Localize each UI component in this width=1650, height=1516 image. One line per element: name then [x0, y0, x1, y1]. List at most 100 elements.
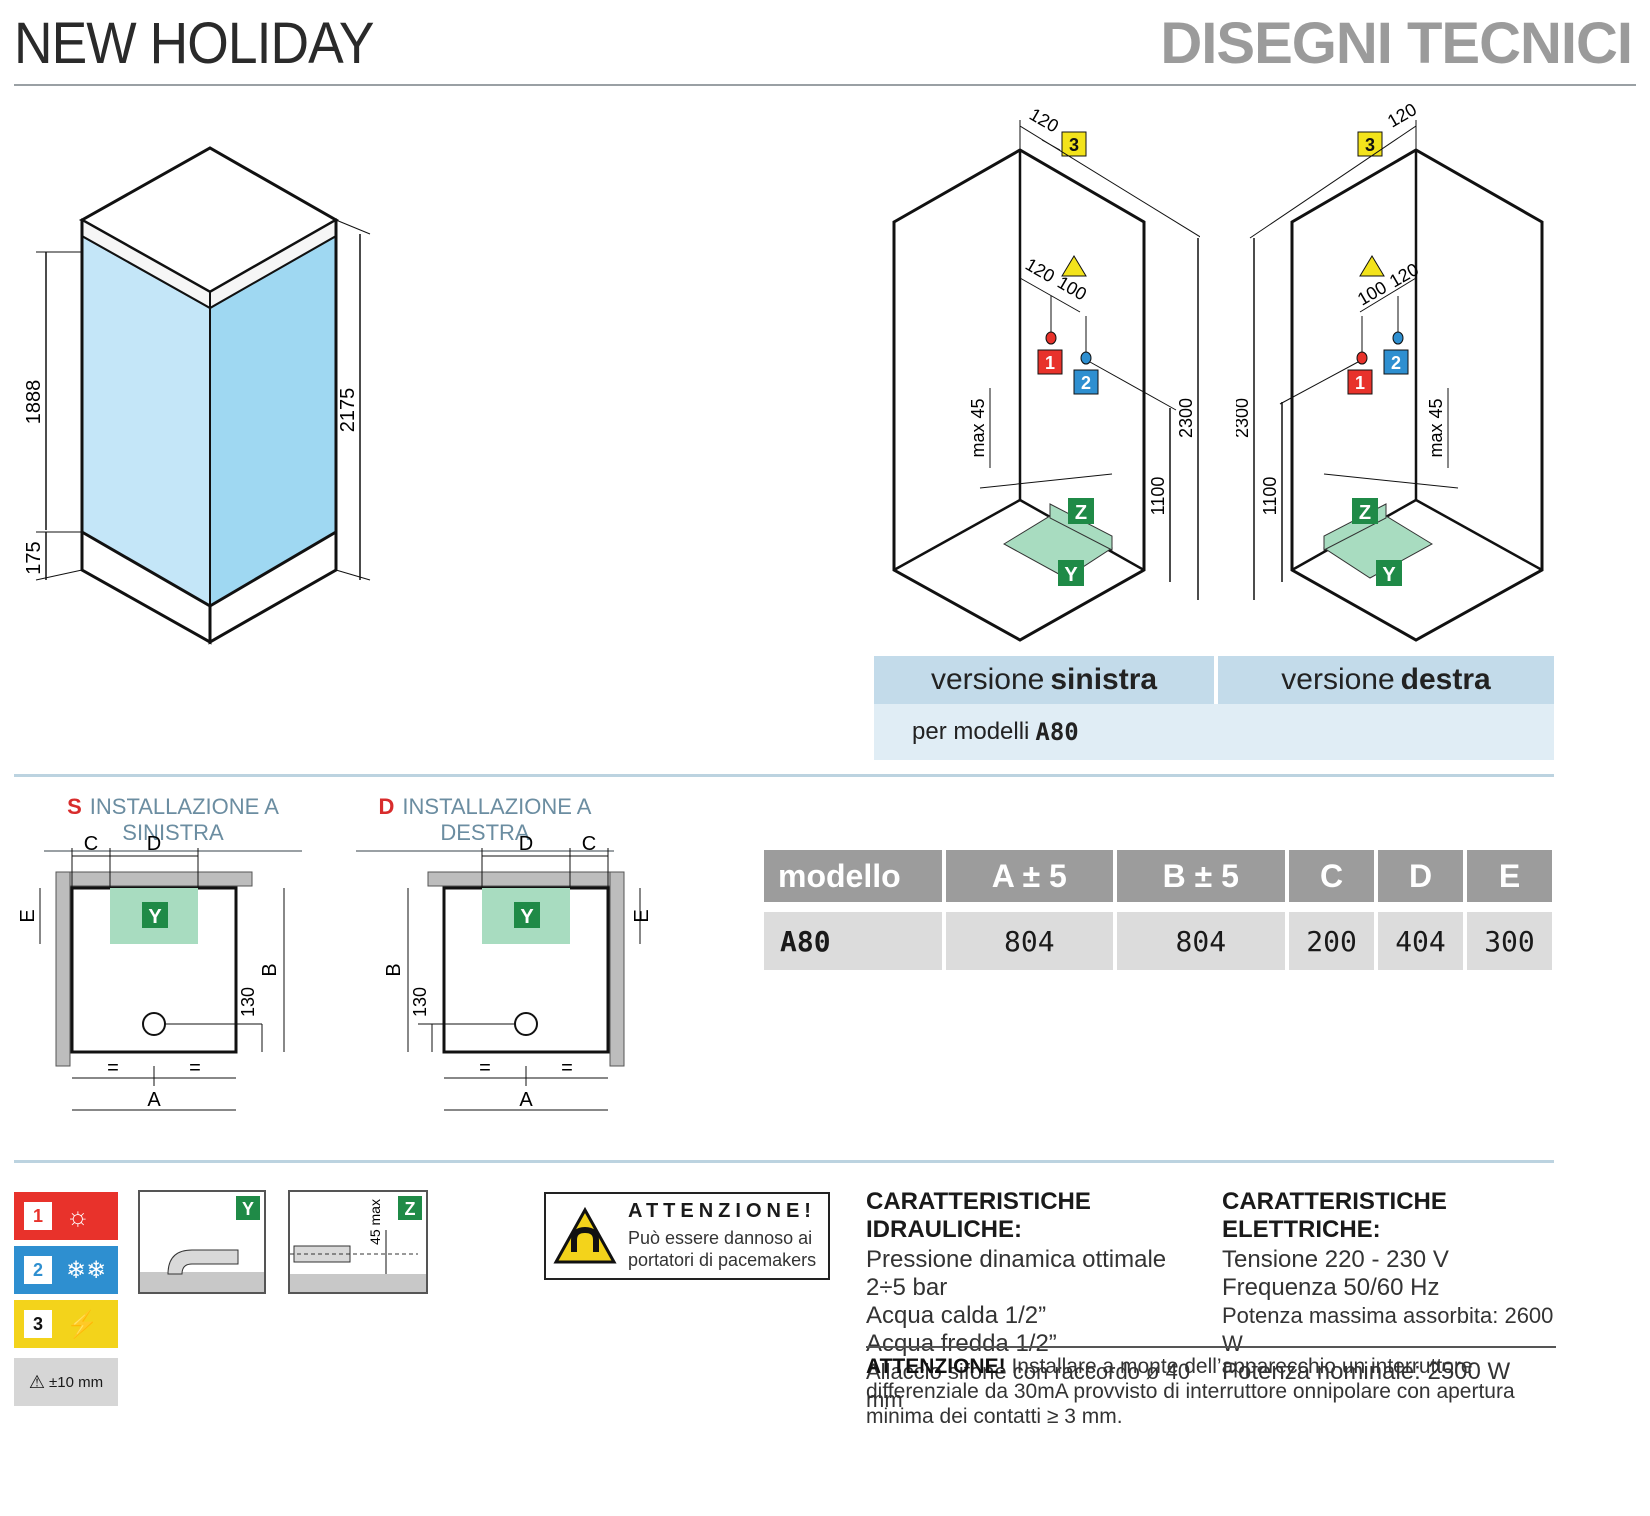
models-bold: A80: [1035, 718, 1079, 746]
install-right-key: D: [378, 794, 395, 819]
version-right-header: versione destra: [1218, 656, 1554, 704]
dim-base-height: 175: [23, 541, 45, 574]
note-bold: ATTENZIONE!: [866, 1355, 1006, 1378]
electrical-line-3: Potenza massima assorbita: 2600 W: [1222, 1303, 1554, 1356]
drain-y-label: Y: [1064, 564, 1078, 586]
version-left-bold: sinistra: [1050, 663, 1158, 696]
hot-water-label-right: 1: [1355, 373, 1365, 393]
models-prefix: per modelli: [912, 718, 1030, 745]
cell-e: 300: [1466, 912, 1552, 970]
tolerance-text: ±10 mm: [49, 1373, 104, 1391]
note-text: Installare a monte dell’apparecchio un i…: [866, 1355, 1515, 1428]
plan-right-eq2: =: [561, 1057, 573, 1079]
plan-right-e: E: [631, 909, 653, 922]
plan-left-130: 130: [238, 987, 258, 1017]
install-right-text: INSTALLAZIONE A DESTRA: [402, 794, 592, 845]
electrical-line-2: Frequenza 50/60 Hz: [1222, 1274, 1440, 1301]
legend-y-drain-detail: Y: [138, 1190, 266, 1294]
hot-water-icon: ☼: [66, 1200, 90, 1231]
cell-b: 804: [1116, 912, 1286, 970]
version-right-bold: destra: [1400, 663, 1491, 696]
dim-total-height: 2175: [337, 388, 359, 433]
legend-tolerance: ⚠ ±10 mm: [14, 1358, 118, 1406]
electrical-note: ATTENZIONE! Installare a monte dell’appa…: [866, 1354, 1554, 1429]
col-d: D: [1378, 850, 1463, 902]
cold-water-label: 2: [1081, 373, 1091, 393]
electric-label-right: 3: [1365, 135, 1375, 155]
legend-z-drain-detail: 45 max Z: [288, 1190, 428, 1294]
right-version-drawing: Y Z 1 2 3 120 100 120 1100 2300 max 45: [1236, 99, 1544, 642]
plan-right-a: A: [519, 1089, 533, 1111]
col-b: B ± 5: [1116, 850, 1286, 902]
section-divider-1: [14, 774, 1554, 777]
drain-y-label-right: Y: [1382, 564, 1396, 586]
plan-left-b: B: [259, 963, 281, 976]
warning-triangle-icon: ⚠: [28, 1371, 46, 1392]
legend-cold-num: 2: [24, 1256, 52, 1284]
legend-hot-water: 1 ☼: [14, 1192, 118, 1240]
plan-left-e: E: [17, 909, 39, 922]
brand-title: NEW HOLIDAY: [14, 11, 374, 76]
note-divider: [866, 1346, 1556, 1348]
plan-right-c: C: [582, 833, 596, 855]
cabin-isometric-drawing: 1888 175 2175: [23, 146, 371, 645]
header-divider: [14, 84, 1636, 86]
hydraulic-line-3: Acqua fredda 1/2”: [866, 1330, 1057, 1357]
legend-z-label: Z: [405, 1199, 416, 1219]
section-divider-2: [14, 1160, 1554, 1163]
plan-left-eq2: =: [189, 1057, 201, 1079]
legend-z-dim: 45 max: [367, 1199, 383, 1245]
pacemaker-warning-box: ATTENZIONE! Può essere dannoso ai portat…: [544, 1192, 830, 1280]
legend-cold-water: 2 ❄❄: [14, 1246, 118, 1294]
electric-label: 3: [1069, 135, 1079, 155]
plan-right-y: Y: [520, 906, 534, 928]
col-a: A ± 5: [946, 850, 1113, 902]
hot-water-label: 1: [1045, 353, 1055, 373]
plan-right-130: 130: [410, 987, 430, 1017]
plan-right-d: D: [519, 833, 533, 855]
cell-d: 404: [1378, 912, 1463, 970]
plan-left-d: D: [147, 833, 161, 855]
cold-water-icon: ❄❄: [66, 1256, 107, 1284]
version-left-prefix: versione: [930, 663, 1045, 696]
plan-left-eq1: =: [107, 1057, 119, 1079]
version-right-prefix: versione: [1281, 663, 1395, 696]
version-left-header: versione sinistra: [874, 656, 1214, 704]
plan-left-a: A: [147, 1089, 161, 1111]
plan-left-c: C: [84, 833, 98, 855]
install-left-text: INSTALLAZIONE A SINISTRA: [89, 794, 279, 845]
warning-title: ATTENZIONE!: [628, 1200, 816, 1222]
hydraulic-line-4: Allaccio sifone con raccordo ø 40 mm: [866, 1359, 1191, 1412]
plan-right-eq1: =: [479, 1057, 491, 1079]
dim-1100-right: 1100: [1260, 477, 1280, 516]
dim-120-top: 120: [1026, 104, 1062, 136]
cell-a: 804: [946, 912, 1113, 970]
install-right-plan: Y D C E B 130 = = A: [386, 833, 653, 1111]
electrical-line-1: Tensione 220 - 230 V: [1222, 1246, 1449, 1273]
hydraulic-title: CARATTERISTICHE IDRAULICHE:: [866, 1188, 1091, 1243]
electrical-title: CARATTERISTICHE ELETTRICHE:: [1222, 1188, 1447, 1243]
warning-line2: portatori di pacemakers: [628, 1250, 817, 1270]
cell-model: A80: [764, 912, 942, 970]
warning-line1: Può essere dannoso ai: [628, 1228, 813, 1248]
dim-1100: 1100: [1148, 477, 1168, 516]
electric-plug-icon: ⚡: [66, 1308, 99, 1339]
models-row: per modelli A80: [874, 704, 1554, 760]
hydraulic-line-1: Pressione dinamica ottimale 2÷5 bar: [866, 1246, 1167, 1301]
install-left-plan: Y C D E B 130 = = A: [17, 833, 285, 1111]
legend-electric: 3 ⚡: [14, 1300, 118, 1348]
spec-table-header-row: modello A ± 5 B ± 5 C D E: [764, 850, 1552, 902]
dim-glass-height: 1888: [23, 380, 45, 425]
table-row: A80 804 804 200 404 300: [764, 912, 1552, 970]
left-version-drawing: Y Z 1 2 3 120 120 100 1100 2300 max 45: [892, 104, 1200, 642]
col-e: E: [1466, 850, 1552, 902]
legend-y-label: Y: [242, 1199, 254, 1219]
cell-c: 200: [1289, 912, 1375, 970]
dim-2300: 2300: [1176, 398, 1196, 438]
hydraulic-line-2: Acqua calda 1/2”: [866, 1302, 1047, 1329]
dim-2300-right: 2300: [1236, 398, 1252, 438]
plan-right-b: B: [386, 963, 405, 976]
col-modello: modello: [764, 850, 942, 902]
